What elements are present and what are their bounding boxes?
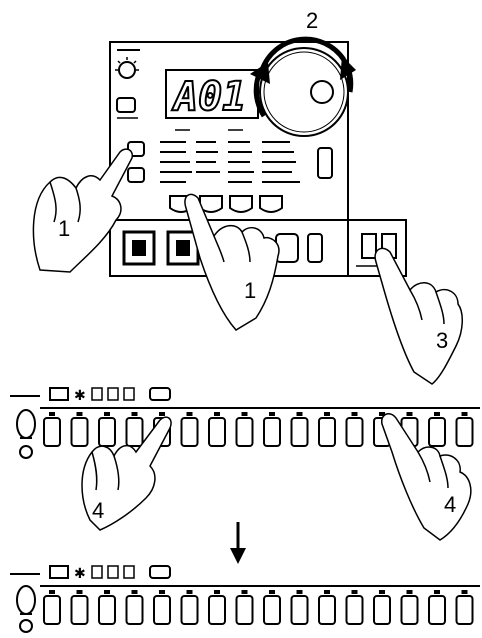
- step-key[interactable]: [182, 418, 198, 446]
- step-keys-after: ✱: [10, 566, 480, 632]
- down-arrow-icon: [230, 522, 246, 564]
- step-key[interactable]: [44, 418, 60, 446]
- led-display-value: A01: [171, 74, 246, 120]
- step-label: 1: [244, 278, 256, 303]
- step-led: [379, 590, 385, 594]
- step-key[interactable]: [457, 596, 473, 624]
- step-key[interactable]: [237, 418, 253, 446]
- play-icon: [176, 240, 190, 256]
- shift-key[interactable]: [17, 586, 35, 632]
- step-led: [214, 590, 220, 594]
- mode-button[interactable]: [124, 566, 134, 578]
- step-key[interactable]: [429, 418, 445, 446]
- step-key[interactable]: [292, 596, 308, 624]
- step-key[interactable]: [237, 596, 253, 624]
- step-led: [132, 412, 138, 416]
- mode-button[interactable]: [108, 566, 118, 578]
- step-led: [269, 412, 275, 416]
- step-key[interactable]: [402, 596, 418, 624]
- mode-button[interactable]: [150, 388, 170, 400]
- step-led: [49, 412, 55, 416]
- step-key[interactable]: [264, 418, 280, 446]
- step-led: [297, 590, 303, 594]
- step-led: [159, 590, 165, 594]
- step-key[interactable]: [347, 418, 363, 446]
- exit-button[interactable]: [308, 234, 322, 262]
- shift-key[interactable]: [17, 410, 35, 458]
- step-key[interactable]: [319, 418, 335, 446]
- step-led: [242, 590, 248, 594]
- part-select-button[interactable]: [128, 168, 144, 182]
- step-led: [352, 412, 358, 416]
- step-led: [324, 590, 330, 594]
- step-label: 4: [444, 492, 456, 517]
- step-key[interactable]: [182, 596, 198, 624]
- step-key[interactable]: [99, 418, 115, 446]
- step-led: [104, 412, 110, 416]
- step-led: [187, 412, 193, 416]
- step-led: [242, 412, 248, 416]
- step-key[interactable]: [72, 596, 88, 624]
- step-led: [49, 590, 55, 594]
- panel-slider[interactable]: [318, 148, 332, 178]
- step-led: [104, 590, 110, 594]
- step-led: [434, 590, 440, 594]
- step-led: [214, 412, 220, 416]
- mode-button[interactable]: [92, 388, 102, 400]
- step-key[interactable]: [209, 596, 225, 624]
- stop-icon: [132, 240, 146, 256]
- write-button[interactable]: [362, 234, 376, 258]
- mode-button[interactable]: [124, 388, 134, 400]
- step-led: [352, 590, 358, 594]
- step-label: 4: [92, 498, 104, 523]
- step-led: [77, 412, 83, 416]
- step-key[interactable]: [154, 596, 170, 624]
- step-key[interactable]: [429, 596, 445, 624]
- step-key[interactable]: [374, 596, 390, 624]
- step-key[interactable]: [127, 418, 143, 446]
- step-led: [297, 412, 303, 416]
- step-led: [462, 412, 468, 416]
- pad-button[interactable]: [260, 196, 282, 212]
- sparkle-icon: ✱: [74, 566, 86, 582]
- step-led: [324, 412, 330, 416]
- step-led: [407, 412, 413, 416]
- step-led: [434, 412, 440, 416]
- step-led: [132, 590, 138, 594]
- pad-button[interactable]: [230, 196, 252, 212]
- step-led: [159, 412, 165, 416]
- step-label: 3: [436, 328, 448, 353]
- step-key[interactable]: [347, 596, 363, 624]
- step-label: 1: [58, 216, 70, 241]
- step-key[interactable]: [264, 596, 280, 624]
- step-key[interactable]: [292, 418, 308, 446]
- step-led: [187, 590, 193, 594]
- step-key[interactable]: [72, 418, 88, 446]
- step-key[interactable]: [209, 418, 225, 446]
- mode-button[interactable]: [50, 388, 68, 400]
- mode-button[interactable]: [108, 388, 118, 400]
- step-key[interactable]: [44, 596, 60, 624]
- step-key[interactable]: [319, 596, 335, 624]
- mode-button[interactable]: [92, 566, 102, 578]
- step-label: 2: [306, 8, 318, 33]
- step-key[interactable]: [127, 596, 143, 624]
- hand-press-icon: [375, 248, 462, 384]
- sparkle-icon: ✱: [74, 388, 86, 404]
- step-key[interactable]: [99, 596, 115, 624]
- mode-button[interactable]: [150, 566, 170, 578]
- jog-dial[interactable]: [260, 48, 348, 136]
- step-led: [462, 590, 468, 594]
- mode-button[interactable]: [50, 566, 68, 578]
- panel-side-button[interactable]: [117, 98, 135, 112]
- step-led: [407, 590, 413, 594]
- step-led: [77, 590, 83, 594]
- step-led: [269, 590, 275, 594]
- step-key[interactable]: [457, 418, 473, 446]
